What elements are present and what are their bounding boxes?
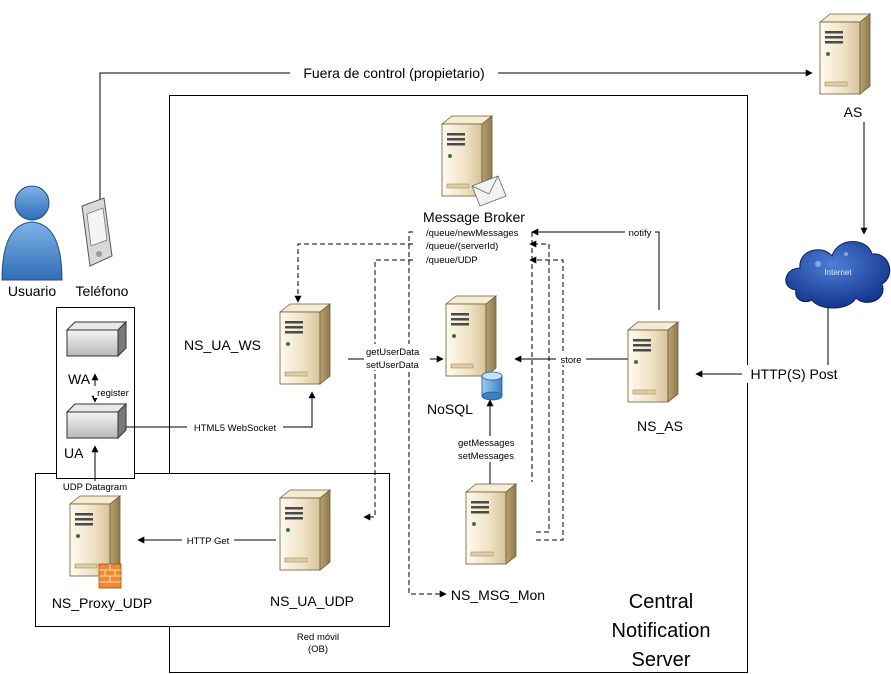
user-icon: [1, 185, 63, 281]
edge-html5-websocket: [122, 391, 316, 428]
edge-queue-server-id: [294, 243, 413, 303]
label-notify: notify: [629, 228, 652, 239]
wa-box-icon: [65, 320, 128, 358]
node-ns-ua-udp-label: NS_UA_UDP: [270, 593, 354, 609]
edge-queue-udp: [363, 259, 413, 521]
label-html5-websocket: HTML5 WebSocket: [194, 423, 277, 434]
edge-notify: [531, 228, 660, 310]
label-set-messages: setMessages: [458, 451, 514, 462]
node-telefono-label: Teléfono: [76, 283, 129, 299]
as-server-icon: [819, 13, 871, 95]
node-ns-proxy-udp-label: NS_Proxy_UDP: [52, 595, 152, 611]
edge-fuera-de-control: [99, 69, 813, 200]
region-central-label-1: Central: [629, 591, 693, 613]
firewall-icon: [98, 563, 122, 589]
label-queue-udp: /queue/UDP: [426, 255, 478, 266]
label-get-messages: getMessages: [458, 438, 515, 449]
label-queue-new-messages: /queue/newMessages: [426, 228, 519, 239]
ns-msg-mon-server-icon: [465, 483, 517, 565]
edge-mon-queue-server-id: [529, 240, 550, 533]
node-ns-ua-ws-label: NS_UA_WS: [184, 337, 261, 353]
region-central-label-2: Notification: [612, 620, 711, 642]
node-wa-label: WA: [68, 371, 91, 387]
region-red-movil-label-1: Red móvil: [297, 632, 339, 643]
region-central-label-3: Server: [632, 649, 691, 671]
node-usuario-label: Usuario: [8, 283, 56, 299]
node-internet-label: Internet: [824, 268, 852, 277]
phone-icon: [81, 197, 113, 267]
internet-cloud-icon: [785, 241, 891, 309]
label-queue-server-id: /queue/(serverId): [426, 241, 498, 252]
label-get-user-data: getUserData: [366, 347, 420, 358]
label-set-user-data: setUserData: [366, 360, 420, 371]
edge-internet-ns-as: [695, 300, 829, 378]
edge-mon-queue-udp: [529, 256, 564, 541]
node-ns-as-label: NS_AS: [637, 418, 683, 434]
label-udp-datagram: UDP Datagram: [63, 482, 127, 493]
label-http-get: HTTP Get: [187, 536, 230, 547]
node-as-label: AS: [844, 104, 863, 120]
label-http-s-post: HTTP(S) Post: [750, 366, 837, 382]
node-nosql-label: NoSQL: [427, 401, 473, 417]
ns-ua-udp-server-icon: [279, 489, 331, 571]
edge-queue-new-messages-mon: [408, 231, 447, 598]
ns-as-server-icon: [627, 321, 679, 403]
node-ua-label: UA: [64, 445, 84, 461]
central-server-boundary: [169, 95, 748, 673]
nosql-server-icon: [445, 295, 497, 377]
database-icon: [481, 371, 503, 401]
ns-ua-ws-server-icon: [279, 303, 331, 385]
label-store: store: [560, 355, 581, 366]
node-message-broker-label: Message Broker: [423, 209, 525, 225]
node-ns-msg-mon-label: NS_MSG_Mon: [451, 587, 545, 603]
label-fuera-de-control: Fuera de control (propietario): [303, 65, 484, 81]
envelope-icon: [471, 175, 507, 207]
ua-box-icon: [65, 402, 128, 440]
label-register: register: [97, 388, 129, 399]
region-red-movil-label-2: (OB): [308, 644, 328, 655]
